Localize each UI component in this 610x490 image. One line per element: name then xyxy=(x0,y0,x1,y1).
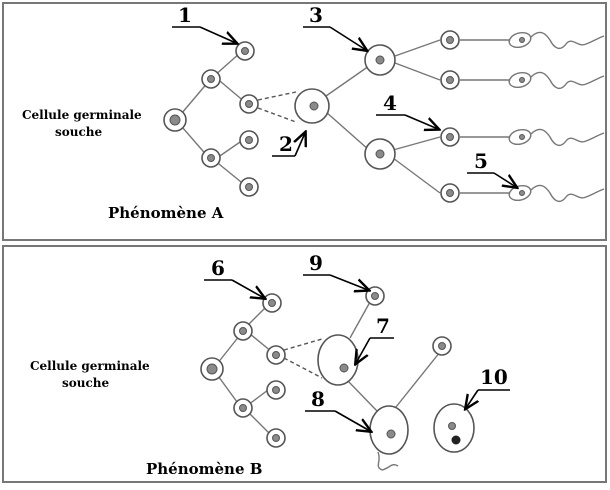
panel-a-germ-label-line1: Cellule germinale xyxy=(22,108,142,122)
panel-b-polar-bodies xyxy=(365,286,452,356)
panel-b: Cellule germinale souche Phénomène B 6 9… xyxy=(30,251,510,478)
panel-b-title: Phénomène B xyxy=(146,460,262,478)
panel-b-germ-cell xyxy=(200,357,224,381)
panel-a-spermatogonia xyxy=(201,41,259,197)
label-3: 3 xyxy=(309,3,323,27)
label-2-arrow xyxy=(295,133,305,157)
panel-a-title: Phénomène A xyxy=(108,204,224,222)
label-10-arrow xyxy=(466,389,478,408)
panel-a-secondary-spermatocytes xyxy=(364,44,396,170)
panel-a-spermiogenesis-lines xyxy=(460,39,509,194)
panel-b-frame xyxy=(2,245,607,483)
label-5: 5 xyxy=(474,149,488,173)
panel-b-germ-label-line1: Cellule germinale xyxy=(30,359,150,373)
panel-b-primary-oocyte xyxy=(317,334,359,386)
panel-b-meiosis-lines xyxy=(346,301,441,413)
panel-b-germ-label-line2: souche xyxy=(62,376,110,390)
label-6-arrow xyxy=(231,279,264,298)
panel-b-growth-dashes xyxy=(283,338,323,379)
label-9: 9 xyxy=(309,251,323,275)
label-8-arrow xyxy=(334,410,370,431)
panel-a-primary-spermatocyte xyxy=(294,88,330,124)
panel-b-zygote xyxy=(433,403,475,453)
panel-a: Cellule germinale souche Phénomène A 1 3… xyxy=(22,3,605,222)
label-1: 1 xyxy=(178,3,192,27)
label-1-arrow xyxy=(199,26,236,43)
label-9-arrow xyxy=(329,274,368,290)
panel-a-spermatids xyxy=(440,30,460,203)
label-4: 4 xyxy=(383,91,397,115)
panel-b-sperm-tail-contact xyxy=(377,451,399,471)
label-2: 2 xyxy=(279,132,293,156)
label-10: 10 xyxy=(480,365,508,389)
panel-a-germ-label-line2: souche xyxy=(55,125,103,139)
panel-a-division-lines xyxy=(175,52,247,187)
label-7: 7 xyxy=(376,314,390,338)
label-3-arrow xyxy=(329,26,366,50)
label-8: 8 xyxy=(311,387,325,411)
panel-b-division-lines xyxy=(212,304,273,437)
panel-a-germ-cell xyxy=(163,108,187,132)
panel-a-meiosis-lines xyxy=(325,39,441,194)
label-4-arrow xyxy=(404,114,438,129)
label-5-arrow xyxy=(493,172,516,187)
label-6: 6 xyxy=(211,256,225,280)
label-7-arrow xyxy=(356,337,371,363)
panel-b-oogonia xyxy=(233,293,286,448)
